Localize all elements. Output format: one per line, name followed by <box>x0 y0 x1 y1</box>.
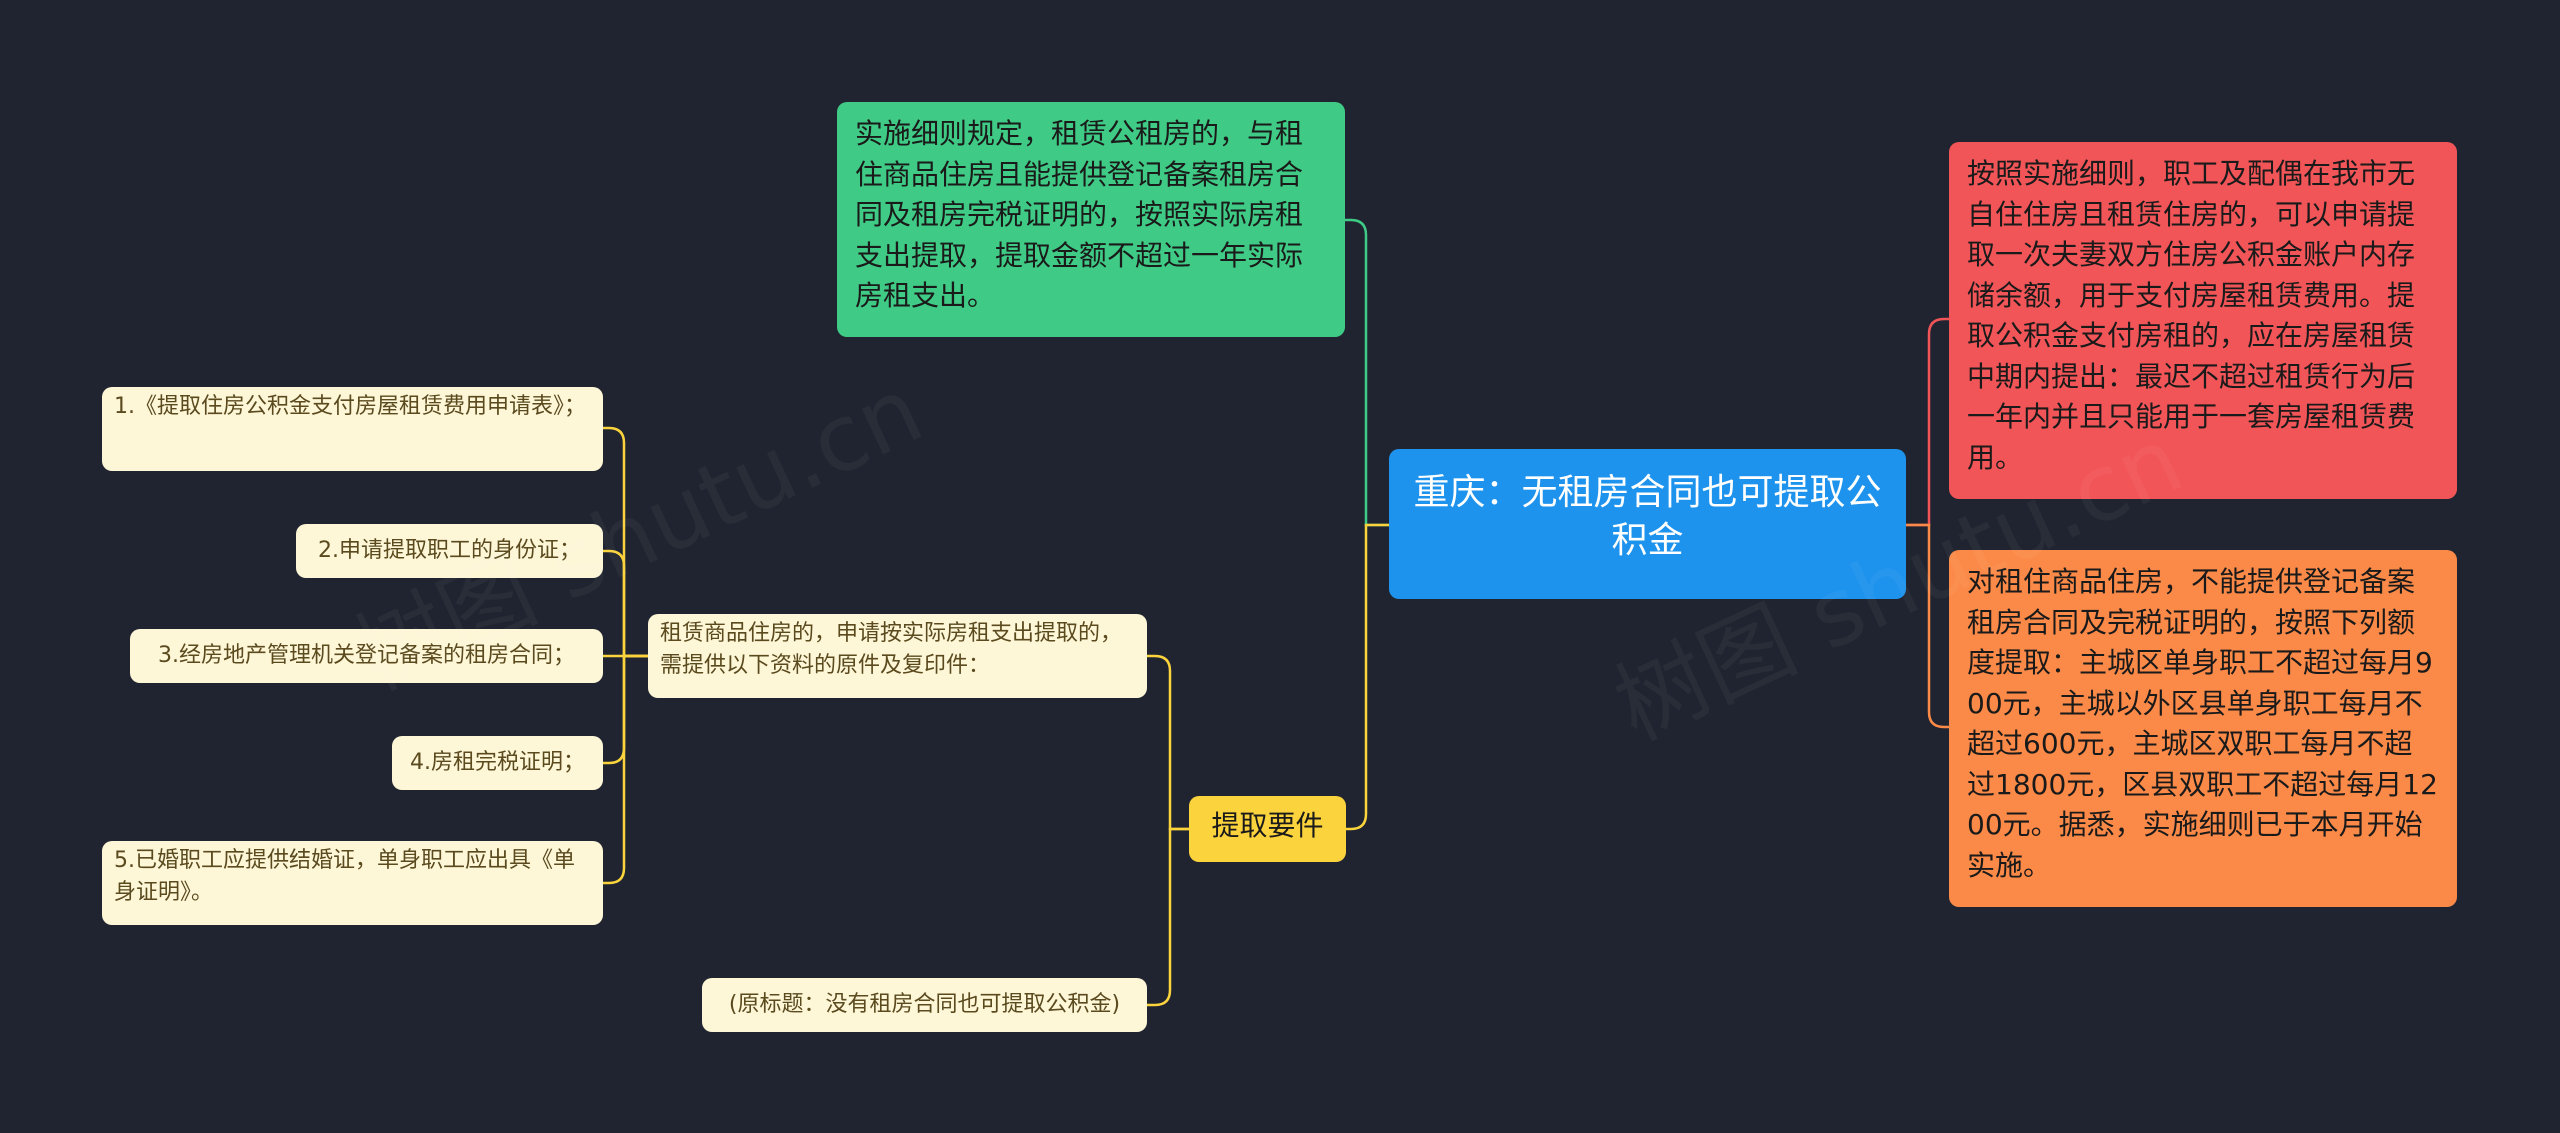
subtopic-required-documents[interactable]: 租赁商品住房的，申请按实际房租支出提取的，需提供以下资料的原件及复印件： <box>648 614 1147 698</box>
root-topic-text: 重庆：无租房合同也可提取公积金 <box>1413 472 1882 561</box>
item-application-form[interactable]: 1.《提取住房公积金支付房屋租赁费用申请表》； <box>102 387 603 471</box>
subtopic-required-documents-text: 租赁商品住房的，申请按实际房租支出提取的，需提供以下资料的原件及复印件： <box>660 621 1123 678</box>
link-sub-item5 <box>603 654 648 885</box>
item-id-card[interactable]: 2.申请提取职工的身份证； <box>296 524 603 578</box>
topic-quota-withdrawal[interactable]: 对租住商品住房，不能提供登记备案租房合同及完税证明的，按照下列额度提取：主城区单… <box>1949 550 2457 907</box>
link-requirements-note <box>1147 827 1189 1007</box>
link-root-orange <box>1906 523 1949 729</box>
link-root-red <box>1906 317 1949 527</box>
item-id-card-text: 2.申请提取职工的身份证； <box>318 538 581 563</box>
item-tax-certificate-text: 4.房租完税证明； <box>410 750 585 775</box>
topic-requirements[interactable]: 提取要件 <box>1189 796 1346 862</box>
topic-spouse-withdrawal[interactable]: 按照实施细则，职工及配偶在我市无自住住房且租赁住房的，可以申请提取一次夫妻双方住… <box>1949 142 2457 499</box>
topic-spouse-withdrawal-text: 按照实施细则，职工及配偶在我市无自住住房且租赁住房的，可以申请提取一次夫妻双方住… <box>1967 157 2416 474</box>
topic-public-rental-text: 实施细则规定，租赁公租房的，与租住商品住房且能提供登记备案租房合同及租房完税证明… <box>855 117 1304 312</box>
note-original-title[interactable]: (原标题：没有租房合同也可提取公积金) <box>702 978 1147 1032</box>
root-topic[interactable]: 重庆：无租房合同也可提取公积金 <box>1389 449 1906 599</box>
link-root-requirements <box>1346 523 1389 831</box>
link-root-topleft <box>1345 218 1389 527</box>
link-requirements-sub <box>1147 654 1189 831</box>
topic-requirements-text: 提取要件 <box>1211 809 1324 842</box>
topic-quota-withdrawal-text: 对租住商品住房，不能提供登记备案租房合同及完税证明的，按照下列额度提取：主城区单… <box>1967 565 2438 882</box>
item-rental-contract-text: 3.经房地产管理机关登记备案的租房合同； <box>158 643 575 668</box>
link-sub-item4 <box>603 654 648 765</box>
item-marital-certificate-text: 5.已婚职工应提供结婚证，单身职工应出具《单身证明》。 <box>114 848 575 905</box>
link-sub-item1 <box>603 426 648 658</box>
item-marital-certificate[interactable]: 5.已婚职工应提供结婚证，单身职工应出具《单身证明》。 <box>102 841 603 925</box>
item-rental-contract[interactable]: 3.经房地产管理机关登记备案的租房合同； <box>130 629 603 683</box>
item-application-form-text: 1.《提取住房公积金支付房屋租赁费用申请表》； <box>114 394 586 419</box>
note-original-title-text: (原标题：没有租房合同也可提取公积金) <box>728 992 1121 1017</box>
topic-public-rental[interactable]: 实施细则规定，租赁公租房的，与租住商品住房且能提供登记备案租房合同及租房完税证明… <box>837 102 1345 337</box>
link-sub-item2 <box>603 549 648 658</box>
item-tax-certificate[interactable]: 4.房租完税证明； <box>392 736 603 790</box>
